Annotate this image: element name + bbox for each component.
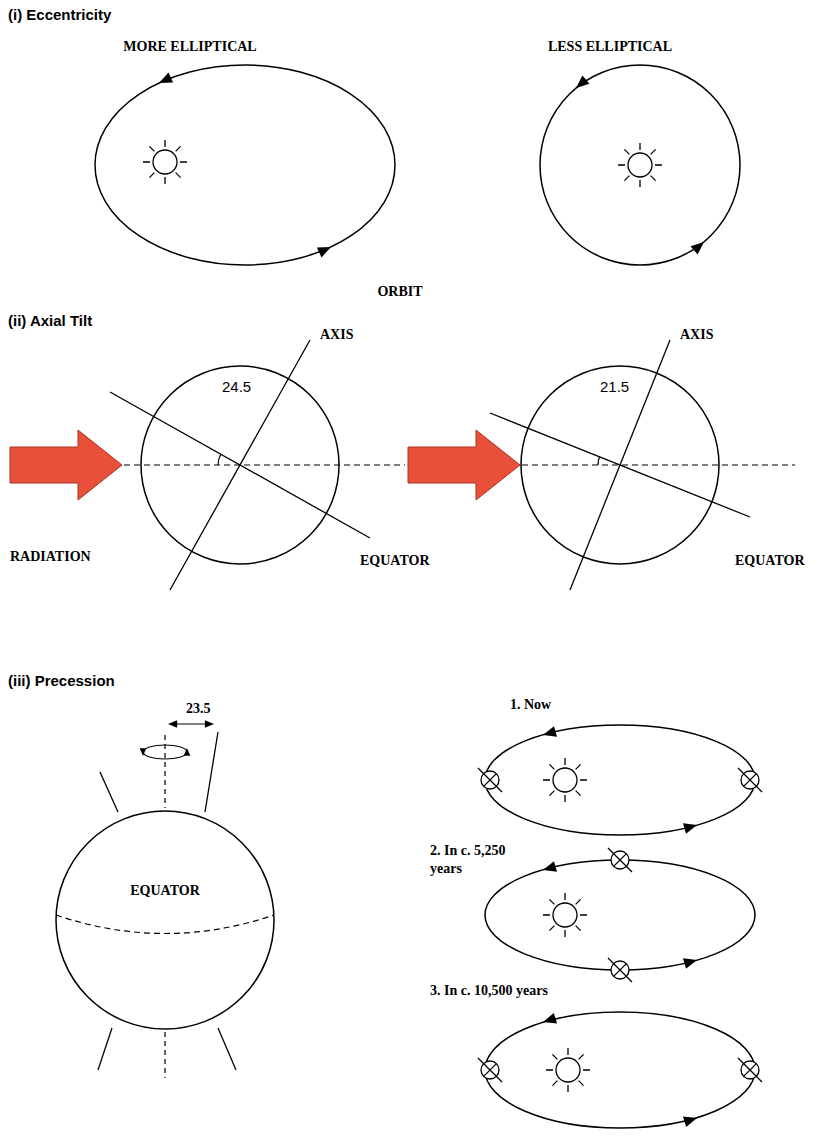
radiation-arrow [408, 430, 520, 500]
orbit-ellipse [485, 725, 755, 835]
orbit-arrowhead [317, 242, 333, 257]
earth-symbol [478, 1058, 502, 1082]
equator-line [490, 413, 750, 517]
dimension-arrowhead [168, 720, 177, 728]
precession-cone-line [100, 772, 118, 812]
earth-globe: EQUATOR [55, 810, 275, 1030]
rotation-ellipse [143, 745, 187, 759]
equator-label: EQUATOR [55, 882, 275, 900]
earth-symbol [608, 848, 632, 872]
rotation-arrowhead [184, 748, 191, 756]
tilt-globe: 21.5 [520, 365, 720, 565]
globe-circle [521, 366, 719, 564]
dimension-line [172, 723, 210, 724]
stage-label: 1. Now [510, 696, 551, 714]
orbit-ellipse [485, 860, 755, 970]
sun-symbol [546, 1048, 590, 1092]
axis-line [164, 735, 165, 808]
orbit-arrowhead [683, 955, 699, 969]
angle-value: 23.5 [186, 700, 211, 718]
globe-outline [55, 810, 275, 1030]
stage-label: 3. In c. 10,500 years [430, 982, 550, 1000]
axis-line [164, 1032, 165, 1078]
orbit-label: ORBIT [377, 283, 422, 301]
radiation-label: RADIATION [10, 548, 91, 566]
equator-label: EQUATOR [360, 552, 430, 570]
precession-cone-line [205, 732, 218, 812]
stage-label: 2. In c. 5,250 years [430, 842, 540, 877]
globe-circle [141, 366, 339, 564]
dimension-arrowhead [205, 720, 214, 728]
sun-symbol [143, 140, 187, 184]
precession-cone-line [218, 1028, 236, 1070]
orbit-arrowhead [541, 861, 557, 875]
orbit-arrowhead [541, 726, 557, 740]
precession-cone-line [98, 1028, 112, 1070]
section-heading: (iii) Precession [8, 672, 115, 691]
orbit-arrowhead [157, 73, 173, 88]
orbit-arrowhead [683, 820, 699, 834]
equator-label: EQUATOR [735, 552, 805, 570]
sun-symbol [543, 758, 587, 802]
orbit-arrowhead [691, 238, 708, 255]
sun-symbol [543, 893, 587, 937]
earth-symbol [478, 768, 502, 792]
plane-line [124, 464, 405, 465]
orbit-circle [540, 65, 740, 265]
earth-symbol [738, 1058, 762, 1082]
earth-symbol [608, 958, 632, 982]
equator-line [110, 392, 370, 538]
axis-label: AXIS [680, 326, 713, 344]
orbit-arrowhead [572, 75, 589, 92]
equator-curve [56, 915, 274, 934]
rotation-arrowhead [140, 748, 147, 756]
angle-arc [218, 454, 221, 465]
plane-line [522, 464, 795, 465]
section-heading: (i) Eccentricity [8, 6, 111, 25]
orbit-ellipse [95, 65, 395, 265]
section-heading: (ii) Axial Tilt [8, 312, 92, 331]
axis-label: AXIS [320, 326, 353, 344]
orbit-caption: LESS ELLIPTICAL [548, 38, 672, 56]
sun-symbol [618, 143, 662, 187]
radiation-arrow [10, 430, 122, 500]
orbit-arrowhead [541, 1013, 557, 1027]
earth-symbol [738, 768, 762, 792]
tilt-globe: 24.5 [140, 365, 340, 565]
angle-value: 21.5 [600, 378, 629, 397]
orbit-caption: MORE ELLIPTICAL [123, 38, 256, 56]
angle-arc [598, 457, 600, 465]
orbit-ellipse [485, 1012, 755, 1128]
orbit-arrowhead [683, 1113, 699, 1127]
angle-value: 24.5 [222, 378, 251, 397]
globe-circle [56, 811, 274, 1029]
